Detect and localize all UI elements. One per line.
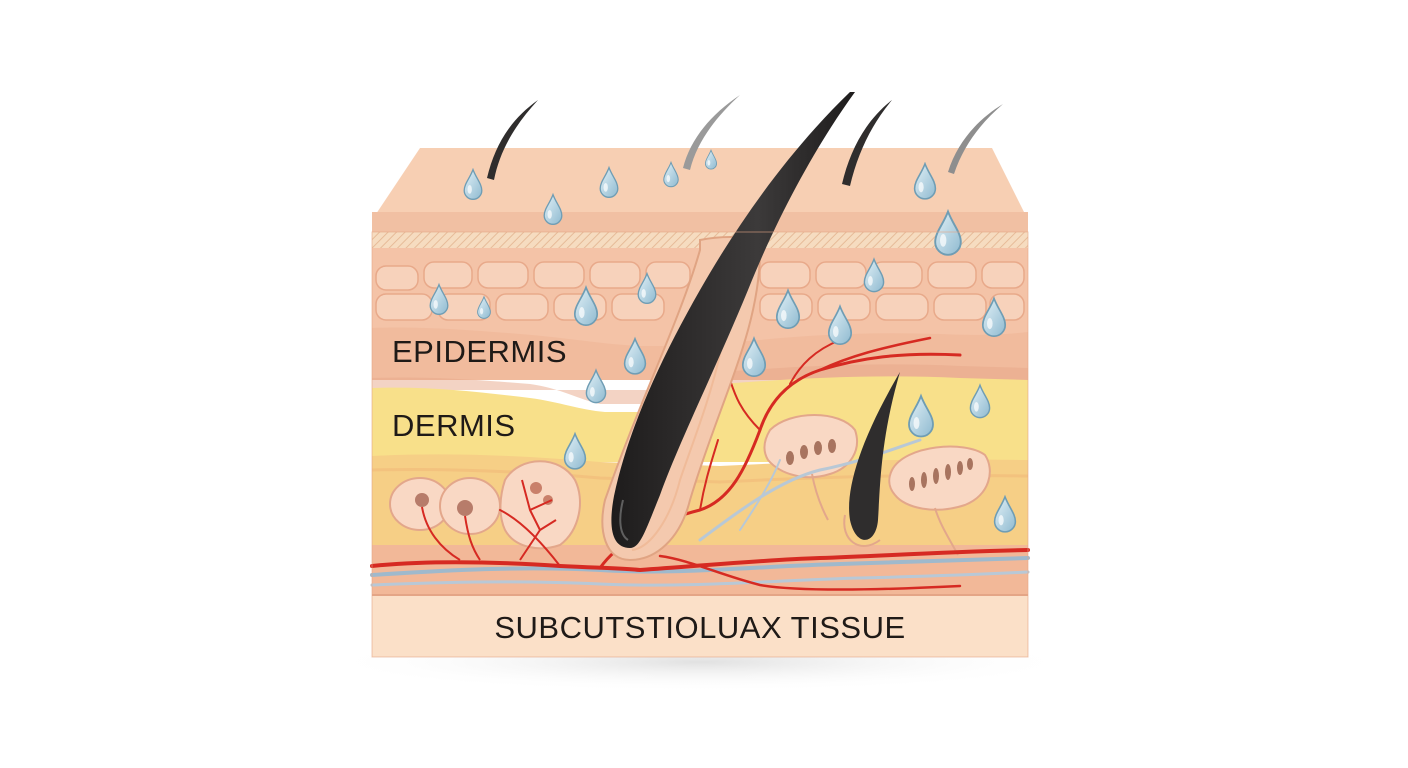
epidermis-cells xyxy=(375,261,1025,321)
subcutaneous-tissue-label: SUBCUTSTIOLUAX TISSUE xyxy=(494,610,906,645)
hair-follicle-small xyxy=(843,372,900,547)
skin-surface-edge xyxy=(372,212,1028,232)
hair-strand-icon xyxy=(611,92,855,548)
skin-surface-top xyxy=(372,148,1028,220)
gland-right-lower-icon xyxy=(888,445,991,556)
sweat-gland-icon xyxy=(499,460,581,561)
gland-right-upper-icon xyxy=(763,414,858,521)
epidermis-label: EPIDERMIS xyxy=(392,334,568,369)
sebaceous-gland-icon xyxy=(389,477,501,561)
surface-hairs xyxy=(487,95,1003,186)
subcutaneous-tissue-layer xyxy=(372,595,1028,657)
hair-follicle-main xyxy=(601,92,855,562)
dermis-label: DERMIS xyxy=(392,408,516,443)
